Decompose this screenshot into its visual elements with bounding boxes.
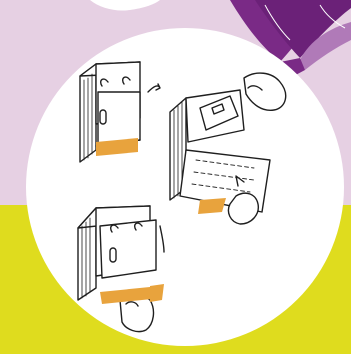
calendar-lifting-tape-panel	[78, 206, 164, 332]
tape-strip-3	[198, 198, 226, 214]
calendar-peeling-page-panel	[170, 73, 286, 224]
